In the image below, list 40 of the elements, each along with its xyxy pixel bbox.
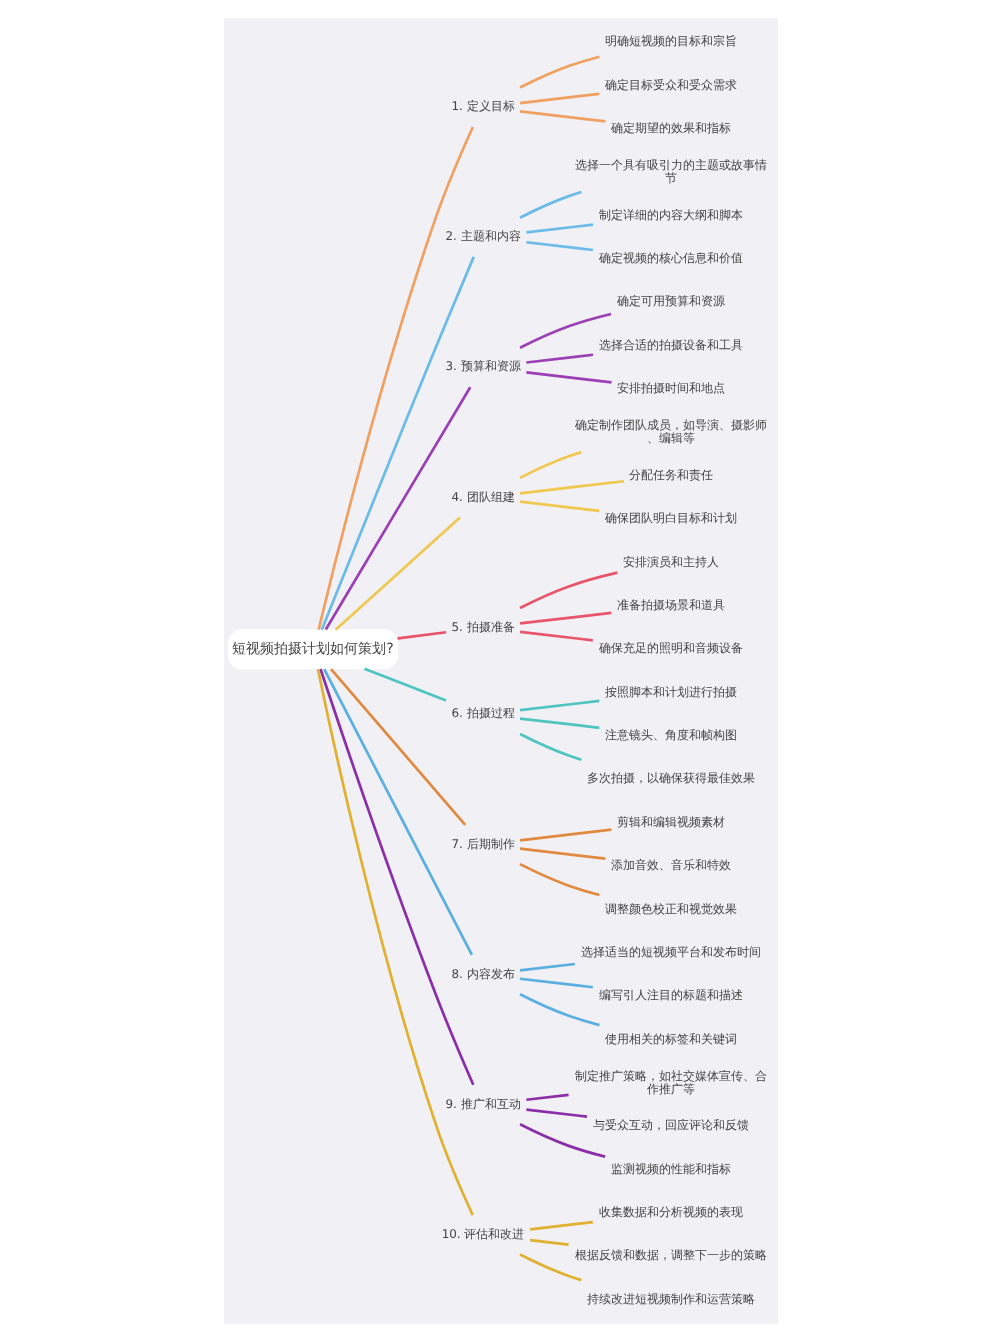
connector [323,386,471,631]
connector [518,862,599,897]
connector [518,1123,605,1158]
connector [518,699,599,712]
connector [529,1220,593,1231]
connector [518,312,611,349]
connector [525,371,611,384]
connector [333,516,460,631]
connector [518,630,592,642]
connector [518,1253,581,1282]
connector [518,55,599,89]
connector [518,732,581,762]
connector [518,962,575,972]
connector [318,668,474,1086]
connector [518,479,623,495]
connector [518,717,599,730]
connector [396,630,446,640]
connector [518,977,592,989]
connector [329,668,466,826]
connector [518,500,599,513]
connector [518,190,581,219]
connector [322,668,473,956]
connector [518,611,611,625]
connector [525,1093,568,1102]
connector [315,668,473,1216]
connector [518,92,599,105]
connector [319,256,474,631]
connector [525,223,593,234]
connector [525,1108,587,1118]
connector [529,1238,568,1246]
connector [362,667,446,702]
connector [518,993,599,1027]
connector [316,126,474,630]
connector [518,450,581,480]
connector [518,110,605,123]
connector [518,847,605,860]
connector [525,240,593,252]
connector [518,571,617,610]
connector [525,353,593,364]
connector [518,828,611,842]
